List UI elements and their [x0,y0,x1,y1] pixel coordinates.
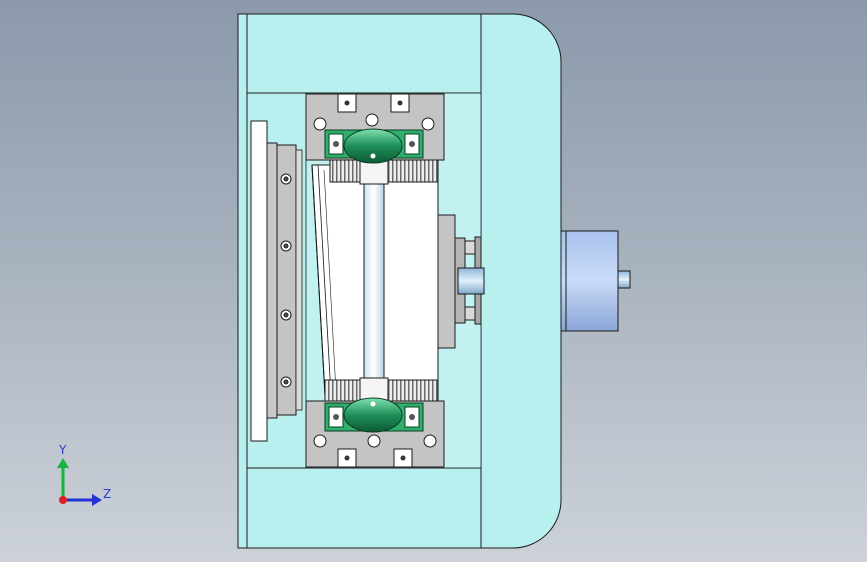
linear-guide-rail [276,144,303,416]
y-axis-label: Y [58,443,67,457]
side-plate [250,120,278,442]
shaft-coupling [457,267,485,295]
top-bearing-block [305,93,445,164]
drive-shaft [363,164,385,396]
bottom-bearing-block [305,397,445,468]
rail-screw-icon [280,173,292,388]
z-axis-label: Z [103,487,111,501]
axis-triad-icon [57,458,102,506]
drive-motor [560,230,631,332]
